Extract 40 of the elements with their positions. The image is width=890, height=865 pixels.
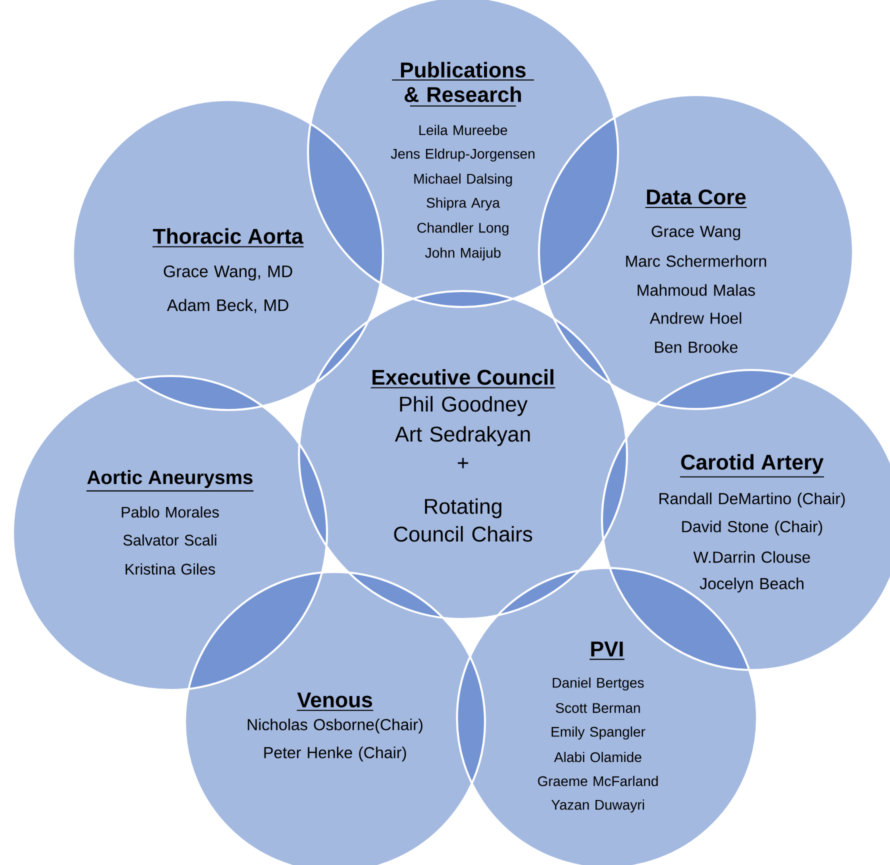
heading: PVI	[591, 642, 623, 656]
name-text: Mahmoud Malas	[638, 284, 755, 296]
heading: Aortic Aneurysms	[87, 470, 252, 488]
name-text: David Stone (Chair)	[682, 520, 822, 536]
name-text: Daniel Bertges	[552, 678, 644, 691]
heading: Executive Council	[372, 369, 554, 385]
name-text: Grace Wang	[652, 226, 740, 240]
name-text: Grace Wang, MD	[164, 265, 292, 281]
name-text: +	[458, 458, 468, 468]
name-text: Ben Brooke	[655, 341, 738, 353]
name-text: Phil Goodney	[400, 396, 528, 416]
heading: Publications & Research	[401, 62, 526, 102]
name-text: Rotating Council Chairs	[394, 498, 532, 542]
name-text: Yazan Duwayri	[551, 800, 644, 813]
name-text: Chandler Long	[417, 222, 508, 236]
name-text: Art Sedrakyan	[394, 426, 530, 446]
heading: Thoracic Aorta	[152, 228, 304, 244]
heading: Carotid Artery	[681, 454, 824, 474]
name-text: Marc Schermerhorn	[626, 255, 766, 267]
name-text: Jens Eldrup-Jorgensen	[390, 148, 534, 162]
heading: Venous	[297, 692, 372, 708]
name-text: Scott Berman	[556, 703, 640, 713]
name-text: Leila Mureebe	[419, 124, 508, 136]
name-text: Salvator Scali	[123, 534, 216, 546]
heading: Data Core	[647, 189, 746, 205]
name-text: Randall DeMartino (Chair)	[660, 492, 845, 508]
name-text: Adam Beck, MD	[166, 298, 288, 314]
name-text: Kristina Giles	[126, 563, 216, 575]
name-text: John Maijub	[425, 247, 501, 261]
name-text: W.Darrin Clouse	[693, 551, 810, 563]
name-text: Shipra Arya	[426, 197, 500, 211]
name-text: Emily Spangler	[552, 726, 646, 740]
name-text: Jocelyn Beach	[700, 578, 804, 592]
name-text: Nicholas Osborne(Chair)	[248, 718, 422, 734]
name-text: Michael Dalsing	[414, 173, 512, 187]
name-text: Alabi Olamide	[554, 752, 642, 762]
name-text: Andrew Hoel	[650, 312, 742, 324]
name-text: Pablo Morales	[122, 506, 219, 518]
name-text: Peter Henke (Chair)	[264, 746, 406, 762]
name-text: Graeme McFarland	[538, 776, 658, 786]
